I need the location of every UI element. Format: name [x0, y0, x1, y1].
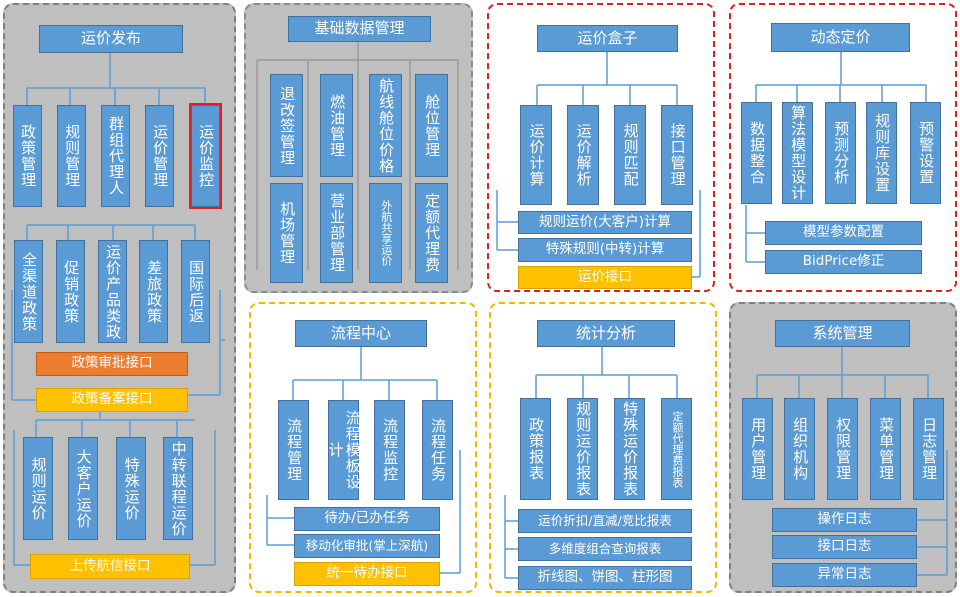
refund-change-management[interactable]: 退改签管理	[270, 74, 303, 177]
fixed-agency-fee[interactable]: 定额代理费	[415, 183, 448, 283]
chart-reports[interactable]: 折线图、饼图、柱形图	[518, 566, 692, 590]
panel7-title[interactable]: 系统管理	[775, 320, 910, 347]
todo-done-tasks[interactable]: 待办/已办任务	[294, 507, 440, 531]
process-management[interactable]: 流程管理	[278, 400, 309, 500]
bidprice-correction[interactable]: BidPrice修正	[765, 250, 922, 274]
policy-management[interactable]: 政策管理	[13, 105, 42, 207]
rule-management[interactable]: 规则管理	[57, 105, 86, 207]
route-cabin-price[interactable]: 航线舱位价格	[369, 74, 402, 177]
operation-log[interactable]: 操作日志	[772, 508, 917, 532]
fare-parsing[interactable]: 运价解析	[567, 105, 599, 205]
international-rebate[interactable]: 国际后返	[181, 240, 210, 343]
foreign-codeshare-fare[interactable]: 外航共享运价	[369, 183, 402, 283]
sales-office-management[interactable]: 营业部管理	[320, 183, 353, 283]
fare-calculation[interactable]: 运价计算	[520, 105, 552, 205]
fare-discount-report[interactable]: 运价折扣/直减/竞比报表	[518, 509, 692, 533]
algorithm-model-design[interactable]: 算法模型设计	[782, 102, 813, 204]
corporate-fare[interactable]: 大客户运价	[68, 437, 98, 540]
model-parameter-config[interactable]: 模型参数配置	[765, 221, 922, 245]
panel1-title[interactable]: 运价发布	[39, 25, 183, 53]
interface-management[interactable]: 接口管理	[661, 105, 693, 205]
omnichannel-policy[interactable]: 全渠道政策	[14, 240, 43, 343]
data-integration[interactable]: 数据整合	[741, 102, 772, 204]
multi-dimension-query-report[interactable]: 多维度组合查询报表	[518, 537, 692, 561]
process-template-design[interactable]: 流程模板设计	[327, 400, 362, 500]
travel-policy[interactable]: 差旅政策	[139, 240, 168, 343]
unified-todo-interface[interactable]: 统一待办接口	[294, 562, 440, 586]
policy-filing-interface[interactable]: 政策备案接口	[36, 388, 188, 412]
process-tasks[interactable]: 流程任务	[422, 400, 453, 500]
panel4-title[interactable]: 动态定价	[771, 23, 910, 52]
promotion-policy[interactable]: 促销政策	[56, 240, 85, 343]
policy-report[interactable]: 政策报表	[520, 398, 551, 500]
menu-management[interactable]: 菜单管理	[870, 398, 901, 500]
fuel-management[interactable]: 燃油管理	[320, 74, 353, 177]
process-monitoring[interactable]: 流程监控	[374, 400, 405, 500]
permission-management[interactable]: 权限管理	[827, 398, 858, 500]
special-rule-connecting-calc[interactable]: 特殊规则(中转)计算	[518, 238, 692, 262]
user-management[interactable]: 用户管理	[742, 398, 773, 500]
forecast-analysis[interactable]: 预测分析	[825, 102, 856, 204]
rule-matching[interactable]: 规则匹配	[614, 105, 646, 205]
fare-interface[interactable]: 运价接口	[518, 266, 692, 289]
cabin-management[interactable]: 舱位管理	[415, 74, 448, 177]
panel5-title[interactable]: 流程中心	[295, 320, 427, 347]
policy-approval-interface[interactable]: 政策审批接口	[36, 352, 188, 376]
rule-fare[interactable]: 规则运价	[23, 437, 53, 540]
fare-product-policy[interactable]: 运价产品类政	[98, 240, 127, 343]
log-management[interactable]: 日志管理	[913, 398, 944, 500]
group-agent[interactable]: 群组代理人	[101, 105, 130, 207]
alert-settings[interactable]: 预警设置	[910, 102, 941, 204]
rule-fare-report[interactable]: 规则运价报表	[567, 398, 598, 500]
special-fare-report[interactable]: 特殊运价报表	[614, 398, 645, 500]
upload-travelsky-interface[interactable]: 上传航信接口	[30, 554, 190, 579]
connecting-fare[interactable]: 中转联程运价	[163, 437, 193, 540]
airport-management[interactable]: 机场管理	[270, 183, 303, 283]
panel2-title[interactable]: 基础数据管理	[288, 16, 431, 42]
rule-library-settings[interactable]: 规则库设置	[866, 102, 897, 204]
fare-monitoring[interactable]: 运价监控	[189, 103, 222, 209]
mobile-approval[interactable]: 移动化审批(掌上深航)	[294, 534, 440, 558]
special-fare[interactable]: 特殊运价	[116, 437, 146, 540]
organization[interactable]: 组织机构	[784, 398, 815, 500]
panel3-title[interactable]: 运价盒子	[537, 25, 678, 52]
exception-log[interactable]: 异常日志	[772, 563, 917, 587]
fixed-agency-fee-report[interactable]: 定额代理费报表	[661, 398, 692, 500]
rule-fare-corporate-calc[interactable]: 规则运价(大客户)计算	[518, 211, 692, 234]
interface-log[interactable]: 接口日志	[772, 535, 917, 559]
panel6-title[interactable]: 统计分析	[537, 320, 675, 347]
fare-management[interactable]: 运价管理	[145, 105, 174, 207]
